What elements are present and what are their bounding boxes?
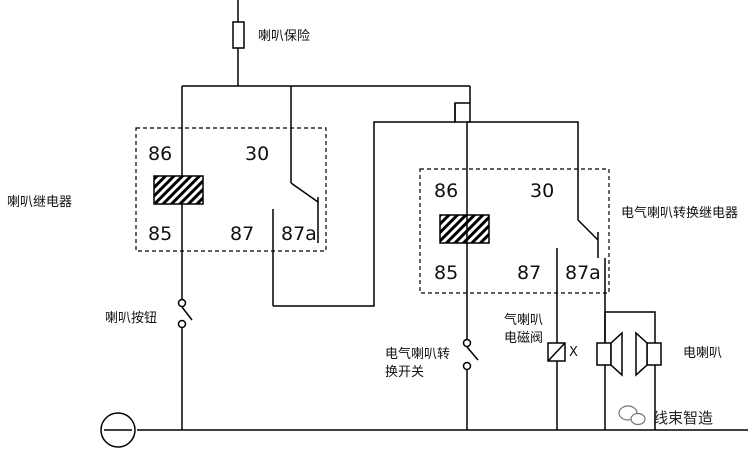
relay2-pin-30: 30 <box>530 180 554 202</box>
air-horn-valve-label-1: 气喇叭 <box>504 312 543 328</box>
relay-coil-icon <box>153 175 204 205</box>
horn-relay-label: 喇叭继电器 <box>7 195 72 210</box>
relay1-pin-85: 85 <box>148 223 172 245</box>
ground-symbol-icon <box>100 412 136 448</box>
horn-button-switch-icon <box>177 298 193 430</box>
changeover-relay-label: 电气喇叭转换继电器 <box>621 205 738 221</box>
valve-mark: X <box>569 345 578 360</box>
watermark-text: 线束智造 <box>653 409 713 427</box>
relay1-pin-30: 30 <box>245 143 269 165</box>
relay2-pin-85: 85 <box>434 262 458 284</box>
horn-fuse-label: 喇叭保险 <box>258 29 310 44</box>
solenoid-valve-icon <box>547 342 566 430</box>
relay1-pin-87a: 87a <box>281 223 317 245</box>
relay1-pin-87: 87 <box>230 223 254 245</box>
changeover-switch-icon <box>462 338 479 430</box>
horn-speaker-icon <box>635 331 662 377</box>
relay1-pin-86: 86 <box>148 143 172 165</box>
wechat-icon <box>618 405 646 426</box>
horn-relay: 86 30 85 87 87a <box>135 127 327 252</box>
relay2-pin-87a: 87a <box>565 262 601 284</box>
relay2-pin-86: 86 <box>434 180 458 202</box>
relay1-output-wire <box>272 102 470 307</box>
electric-horn-label: 电喇叭 <box>683 346 722 361</box>
relay-coil-icon <box>439 214 490 244</box>
changeover-switch-label-1: 电气喇叭转 <box>385 346 450 362</box>
changeover-relay: 86 30 85 87 87a <box>419 168 610 294</box>
horn-wires <box>604 311 656 430</box>
horn-speaker-icon <box>596 331 623 377</box>
changeover-switch-label-2: 换开关 <box>385 365 424 380</box>
relay2-pin-87: 87 <box>517 262 541 284</box>
horn-button-label: 喇叭按钮 <box>105 311 157 326</box>
fuse-icon <box>232 0 245 86</box>
air-horn-valve-label-2: 电磁阀 <box>504 331 543 346</box>
